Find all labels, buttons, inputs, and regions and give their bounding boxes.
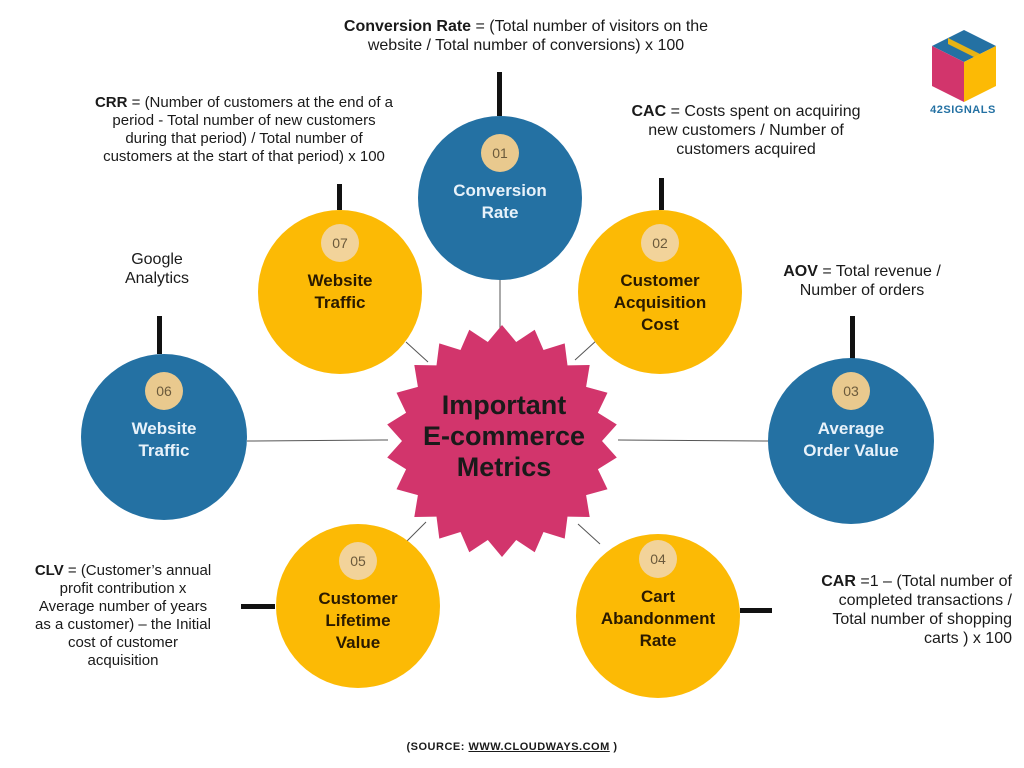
node-label: Website Traffic <box>131 419 197 460</box>
node-number-badge: 03 <box>832 372 870 410</box>
formula-conversion-rate: Conversion Rate = (Total number of visit… <box>286 17 766 55</box>
formula-clv: CLV = (Customer’s annual profit contribu… <box>6 562 240 670</box>
stub-01 <box>497 72 502 116</box>
formula-aov: AOV = Total revenue / Number of orders <box>752 262 972 300</box>
formula-text: =1 – (Total number of completed transact… <box>832 573 1012 647</box>
node-label: Cart Abandonment Rate <box>600 587 716 650</box>
formula-cac: CAC = Costs spent on acquiring new custo… <box>596 102 896 159</box>
source-prefix: (SOURCE: <box>406 741 469 753</box>
source-link[interactable]: WWW.CLOUDWAYS.COM <box>468 741 610 753</box>
node-website-traffic-07: 07 Website Traffic <box>258 210 422 374</box>
stub-06 <box>157 316 162 354</box>
node-number-badge: 04 <box>639 540 677 578</box>
stub-07 <box>337 184 342 210</box>
formula-text: = (Total number of visitors on the websi… <box>367 18 709 54</box>
connector-07 <box>405 341 429 363</box>
formula-text: = (Customer’s annual profit contribution… <box>35 562 212 669</box>
formula-term: CAC <box>631 103 667 120</box>
node-label: Conversion Rate <box>453 181 547 222</box>
formula-term: CLV <box>34 562 64 579</box>
42signals-logo-icon <box>932 30 996 102</box>
formula-term: CAR <box>821 573 856 590</box>
node-website-traffic-06: 06 Website Traffic <box>81 354 247 520</box>
node-label: Website Traffic <box>307 271 373 312</box>
node-number-badge: 07 <box>321 224 359 262</box>
formula-car: CAR =1 – (Total number of completed tran… <box>774 572 1012 648</box>
connector-04 <box>577 523 601 545</box>
stub-05 <box>241 604 275 609</box>
connector-05 <box>404 521 427 544</box>
source-credit: (SOURCE: WWW.CLOUDWAYS.COM ) <box>0 741 1024 753</box>
node-number-badge: 06 <box>145 372 183 410</box>
formula-text: = Costs spent on acquiring new customers… <box>648 103 861 158</box>
center-title: Important E-commerce Metrics <box>422 390 586 482</box>
stub-02 <box>659 178 664 210</box>
formula-text: = Total revenue / Number of orders <box>799 263 941 299</box>
connector-06 <box>246 439 389 442</box>
connector-03 <box>617 439 769 442</box>
google-analytics-note: Google Analytics <box>124 251 190 287</box>
logo-wordmark: 42SIGNALS <box>930 104 996 116</box>
node-number-badge: 05 <box>339 542 377 580</box>
stub-04 <box>740 608 772 613</box>
node-customer-acquisition-cost: 02 Customer Acquisition Cost <box>578 210 742 374</box>
node-label: Customer Lifetime Value <box>318 589 398 652</box>
node-cart-abandonment-rate: 04 Cart Abandonment Rate <box>576 534 740 698</box>
formula-term: Conversion Rate <box>343 18 472 35</box>
node-number-badge: 01 <box>481 134 519 172</box>
formula-crr: CRR = (Number of customers at the end of… <box>46 94 442 166</box>
source-suffix: ) <box>609 741 618 753</box>
node-conversion-rate: 01 Conversion Rate <box>418 116 582 280</box>
node-number-badge: 02 <box>641 224 679 262</box>
connector-02 <box>574 339 598 361</box>
node-customer-lifetime-value: 05 Customer Lifetime Value <box>276 524 440 688</box>
node-average-order-value: 03 Average Order Value <box>768 358 934 524</box>
center-starburst <box>387 325 617 557</box>
node-label: Average Order Value <box>803 419 899 460</box>
formula-text: = (Number of customers at the end of a p… <box>103 94 394 165</box>
formula-term: CRR <box>94 94 128 111</box>
formula-term: AOV <box>783 263 818 280</box>
node-label: Customer Acquisition Cost <box>613 271 707 334</box>
stub-03 <box>850 316 855 360</box>
